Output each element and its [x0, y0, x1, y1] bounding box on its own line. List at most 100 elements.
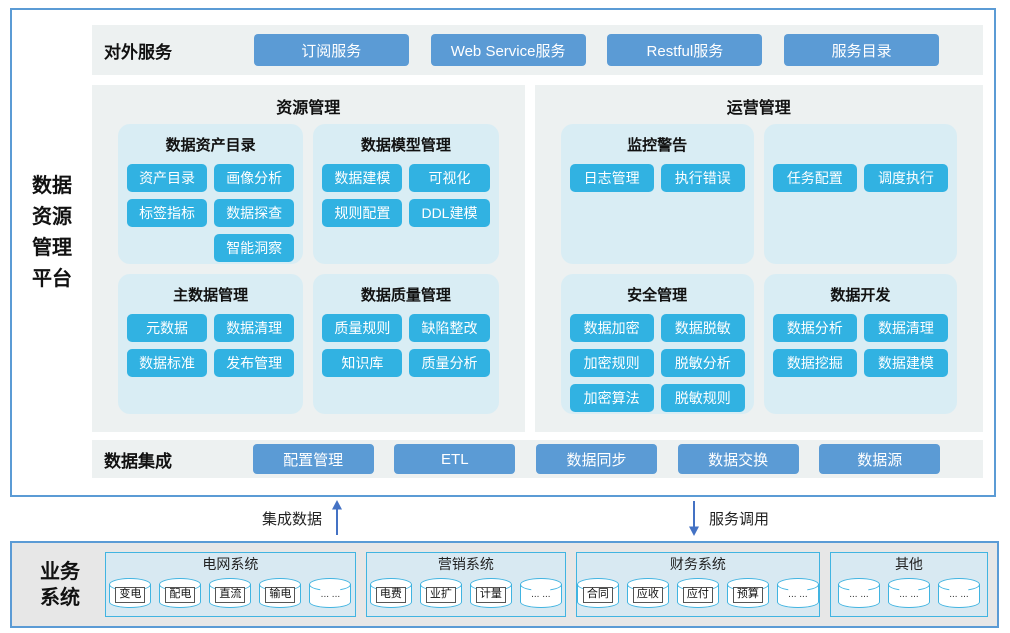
block-monitoring-alert: 监控警告 日志管理 执行错误 [560, 124, 754, 264]
platform-title-line: 管理 [32, 236, 72, 259]
flow-service-call: 服务调用 [688, 500, 769, 536]
database-cylinder-business-expansion: 业扩 [419, 578, 462, 608]
chip-tag-metrics: 标签指标 [127, 199, 208, 227]
flow-integrate-data: 集成数据 [262, 500, 343, 536]
database-row: 变电 配电 直流 输电 ... ... [109, 576, 352, 608]
chip-defect-rectification: 缺陷整改 [409, 314, 490, 342]
database-row: 合同 应收 应付 预算 ... ... [576, 576, 819, 608]
group-title: 其他 [894, 556, 923, 572]
database-label: 预算 [732, 587, 763, 603]
platform-title-text: 数据 资源 管理 平台 [32, 171, 72, 295]
database-cylinder-more: ... ... [887, 578, 930, 608]
data-integration-buttons: 配置管理 ETL 数据同步 数据交换 数据源 [232, 444, 961, 474]
chip-execution-errors: 执行错误 [660, 164, 745, 192]
chip-data-encryption: 数据加密 [569, 314, 654, 342]
data-integration-label: 数据集成 [104, 451, 172, 471]
block-grid: 数据建模 可视化 规则配置 DDL建模 [322, 164, 490, 227]
btn-etl: ETL [394, 444, 516, 474]
database-label: 直流 [215, 587, 246, 603]
block-title: 数据开发 [830, 286, 891, 304]
operations-blocks: 监控警告 日志管理 执行错误 任务配置 调度执行 [535, 124, 983, 432]
resource-management-title: 资源管理 [276, 100, 341, 117]
block-security-management: 安全管理 数据加密 数据脱敏 加密规则 脱敏分析 加密算法 脱敏规则 [560, 274, 754, 414]
management-panels: 资源管理 数据资产目录 资产目录 画像分析 标签指标 数据探查 智能洞察 数 [92, 85, 983, 432]
platform-container: 数据 资源 管理 平台 对外服务 订阅服务 Web Service服务 Rest… [10, 8, 996, 497]
database-label: 应收 [632, 587, 663, 603]
chip-data-standard: 数据标准 [127, 349, 208, 377]
btn-subscribe-service: 订阅服务 [253, 34, 409, 66]
database-label: 合同 [582, 587, 613, 603]
database-cylinder-more: ... ... [776, 578, 819, 608]
chip-data-modeling-dev: 数据建模 [863, 349, 948, 377]
block-title: 主数据管理 [173, 286, 249, 304]
business-systems-title-line: 系统 [40, 586, 80, 609]
chip-quality-analysis: 质量分析 [409, 349, 490, 377]
block-title: 安全管理 [627, 286, 688, 304]
group-others: 其他 ... ... ... ... ... ... [829, 552, 988, 617]
chip-masking-analysis: 脱敏分析 [660, 349, 745, 377]
chip-data-cleaning: 数据清理 [214, 314, 295, 342]
database-cylinder-payable: 应付 [676, 578, 719, 608]
platform-title: 数据 资源 管理 平台 [12, 10, 92, 495]
btn-config-management: 配置管理 [252, 444, 374, 474]
database-cylinder-transmission: 输电 [259, 578, 302, 608]
chip-log-management: 日志管理 [569, 164, 654, 192]
block-task-scheduling: 任务配置 调度执行 [763, 124, 957, 264]
database-cylinder-dc: 直流 [209, 578, 252, 608]
resource-blocks: 数据资产目录 资产目录 画像分析 标签指标 数据探查 智能洞察 数据模型管理 数… [92, 124, 525, 432]
database-cylinder-metering: 计量 [469, 578, 512, 608]
business-systems-container: 业务 系统 电网系统 变电 配电 直流 输电 ... ... 营销系统 电费 业… [10, 541, 999, 628]
database-cylinder-more: ... ... [519, 578, 562, 608]
database-row: 电费 业扩 计量 ... ... [369, 576, 562, 608]
chip-knowledge-base: 知识库 [322, 349, 403, 377]
database-cylinder-more: ... ... [309, 578, 352, 608]
arrow-down-icon [689, 501, 699, 536]
chip-encryption-algorithms: 加密算法 [569, 384, 654, 412]
database-cylinder-contract: 合同 [576, 578, 619, 608]
btn-web-service: Web Service服务 [430, 34, 586, 66]
block-data-quality-management: 数据质量管理 质量规则 缺陷整改 知识库 质量分析 [313, 274, 499, 414]
database-label: ... ... [320, 589, 341, 602]
block-grid: 日志管理 执行错误 [569, 164, 745, 192]
flow-integrate-data-label: 集成数据 [262, 510, 323, 528]
block-grid: 数据加密 数据脱敏 加密规则 脱敏分析 加密算法 脱敏规则 [569, 314, 745, 412]
platform-title-line: 资源 [32, 205, 72, 228]
database-label: 配电 [165, 587, 196, 603]
chip-rule-config: 规则配置 [322, 199, 403, 227]
chip-masking-rules: 脱敏规则 [660, 384, 745, 412]
database-label: 业扩 [425, 587, 456, 603]
database-cylinder-receivable: 应收 [626, 578, 669, 608]
block-title: 数据资产目录 [165, 136, 256, 154]
chip-encryption-rules: 加密规则 [569, 349, 654, 377]
group-grid-system: 电网系统 变电 配电 直流 输电 ... ... [105, 552, 356, 617]
database-label: 输电 [265, 587, 296, 603]
chip-asset-catalog: 资产目录 [127, 164, 208, 192]
chip-data-mining: 数据挖掘 [772, 349, 857, 377]
database-label: 变电 [115, 587, 146, 603]
external-services-label: 对外服务 [104, 42, 172, 62]
btn-data-exchange: 数据交换 [677, 444, 799, 474]
chip-task-config: 任务配置 [772, 164, 857, 192]
database-label: ... ... [531, 589, 551, 602]
business-systems-title: 业务 系统 [21, 559, 99, 611]
btn-data-sync: 数据同步 [535, 444, 657, 474]
chip-data-modeling: 数据建模 [322, 164, 403, 192]
block-grid: 质量规则 缺陷整改 知识库 质量分析 [322, 314, 490, 377]
database-cylinder-distribution: 配电 [159, 578, 202, 608]
block-grid: 数据分析 数据清理 数据挖掘 数据建模 [772, 314, 948, 377]
group-title: 营销系统 [437, 556, 494, 572]
database-row: ... ... ... ... ... ... [837, 576, 980, 608]
resource-management-panel: 资源管理 数据资产目录 资产目录 画像分析 标签指标 数据探查 智能洞察 数 [92, 85, 525, 432]
business-systems-title-line: 业务 [40, 560, 80, 583]
database-cylinder-more: ... ... [837, 578, 880, 608]
database-cylinder-more: ... ... [937, 578, 980, 608]
database-cylinder-substation: 变电 [109, 578, 152, 608]
chip-data-exploration: 数据探查 [214, 199, 295, 227]
btn-restful-service: Restful服务 [607, 34, 763, 66]
external-services-buttons: 订阅服务 Web Service服务 Restful服务 服务目录 [232, 34, 961, 66]
chip-profile-analysis: 画像分析 [214, 164, 295, 192]
chip-quality-rules: 质量规则 [322, 314, 403, 342]
data-integration-row: 数据集成 配置管理 ETL 数据同步 数据交换 数据源 [92, 440, 983, 478]
database-label: 计量 [475, 587, 506, 603]
flow-service-call-label: 服务调用 [709, 510, 770, 528]
